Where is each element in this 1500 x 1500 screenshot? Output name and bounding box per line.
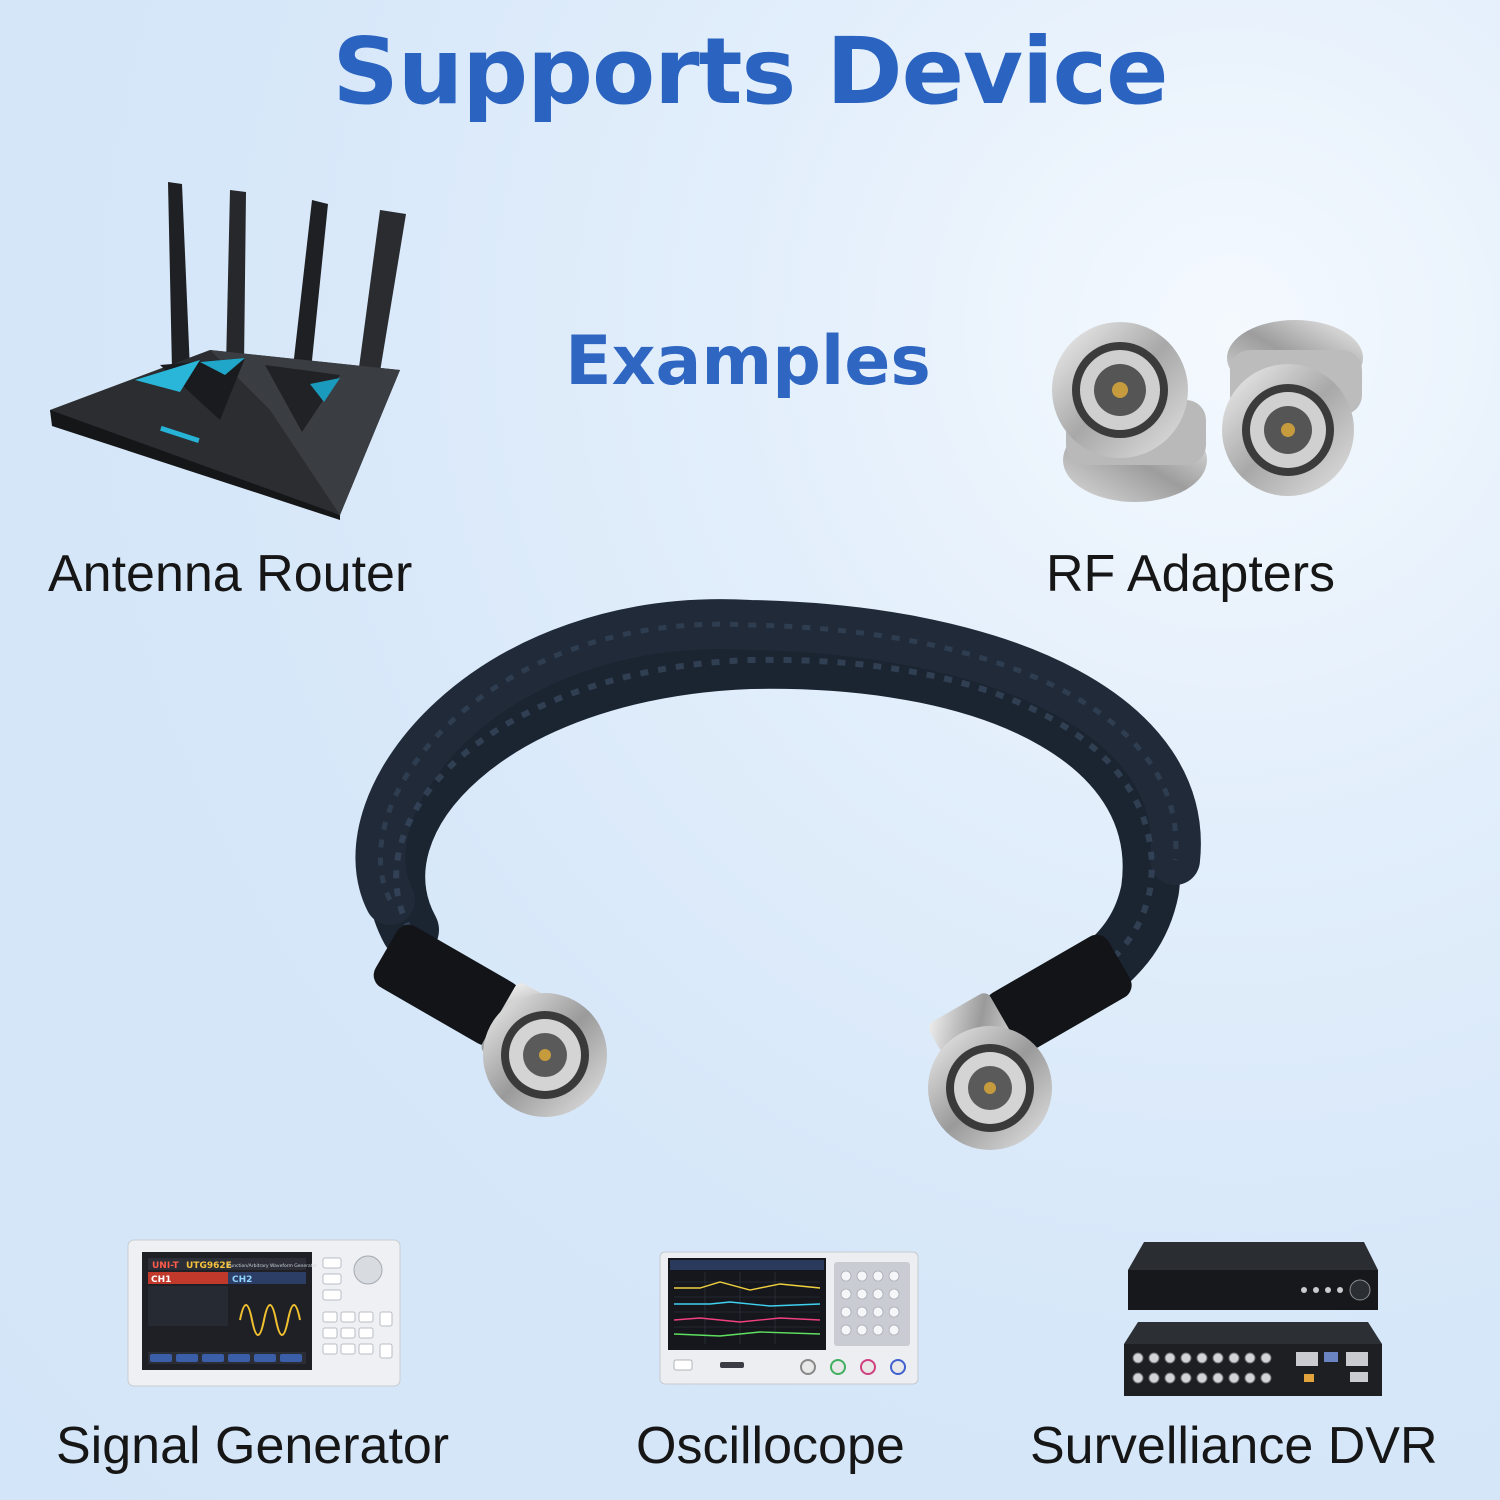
- section-subtitle: Examples: [565, 322, 931, 401]
- header-text: Function/Arbitrary Waveform Generator: [228, 1263, 317, 1269]
- bnc-cable-icon: [355, 599, 1201, 1150]
- router-icon: [50, 182, 406, 520]
- brand-text: UNI-T: [152, 1261, 180, 1271]
- oscilloscope-icon: [659, 1251, 919, 1385]
- ch2-text: CH2: [232, 1275, 252, 1285]
- signal-generator-label: Signal Generator: [56, 1417, 450, 1475]
- model-text: UTG962E: [186, 1261, 232, 1271]
- page-title: Supports Device: [332, 18, 1168, 125]
- ch1-text: CH1: [151, 1275, 171, 1285]
- rf-adapters-label: RF Adapters: [1046, 545, 1336, 603]
- oscilloscope-label: Oscillocope: [636, 1417, 905, 1475]
- signal-generator-icon: UNI-T UTG962E Function/Arbitrary Wavefor…: [127, 1239, 401, 1387]
- dvr-icon: [1124, 1242, 1382, 1396]
- bnc-adapter-icon: [1052, 320, 1363, 502]
- dvr-label: Survelliance DVR: [1030, 1417, 1438, 1475]
- antenna-router-label: Antenna Router: [48, 545, 413, 603]
